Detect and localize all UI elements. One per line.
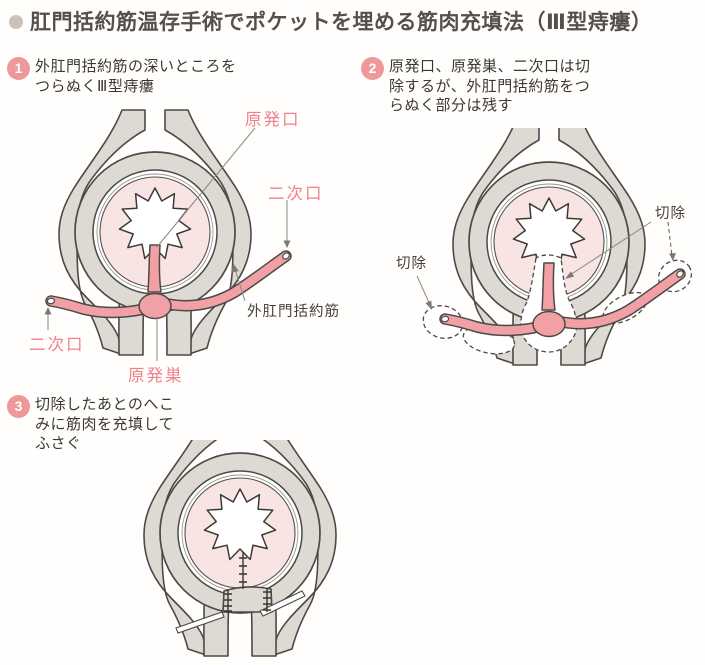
arrowhead [565, 271, 575, 279]
panel-3-diagram [100, 440, 390, 665]
caption-line: 外肛門括約筋の深いところを [35, 58, 237, 75]
arrowhead [44, 307, 52, 315]
arrowhead [425, 300, 432, 310]
caption-line: みに筋肉を充填して [35, 415, 175, 433]
suture-central [239, 552, 247, 589]
leader-line [566, 221, 652, 278]
arrowhead [231, 263, 239, 273]
panel-2-labels: 切除 切除 [396, 205, 686, 310]
muscle-filling-repair [175, 552, 306, 634]
secondary-opening-right-label: 二次口 [268, 184, 324, 203]
panel-3-caption: 切除したあとのへこ みに筋肉を充填して ふさぐ [35, 395, 174, 454]
incision-slit-right [259, 590, 306, 617]
panel-2-caption: 原発口、原発巣、二次口は切 除するが、外肛門括約筋をつ らぬく部分は残す [389, 57, 591, 116]
panel-1-caption: 外肛門括約筋の深いところを つらぬくⅢ型痔瘻 [35, 57, 237, 96]
caption-line: 除するが、外肛門括約筋をつ [389, 77, 591, 95]
panel-2-number-badge: 2 [361, 57, 384, 80]
panel-1-labels: 原発口 二次口 外肛門括約筋 二次口 原発巣 [29, 110, 340, 385]
caption-line: 切除したあとのへこ [35, 396, 175, 413]
panel-2-diagram: 切除 切除 [396, 128, 693, 390]
excision-right-label: 切除 [655, 205, 686, 222]
incision-slit-left [175, 611, 225, 634]
panel-1-diagram: 原発口 二次口 外肛門括約筋 二次口 原発巣 [29, 104, 340, 385]
primary-opening-label: 原発口 [245, 110, 301, 129]
panel-1-number-badge: 1 [7, 57, 30, 80]
arrowhead [283, 240, 291, 248]
arrowhead [669, 253, 676, 261]
caption-line: 原発口、原発巣、二次口は切 [389, 58, 591, 75]
caption-line: ふさぐ [35, 435, 82, 452]
title-row: 肛門括約筋温存手術でポケットを埋める筋肉充填法（Ⅲ型痔瘻） [0, 6, 705, 40]
caption-line: らぬく部分は残す [389, 97, 514, 114]
caption-line: つらぬくⅢ型痔瘻 [35, 77, 155, 95]
dashed-leader-line [667, 221, 673, 257]
suture-left [224, 590, 232, 613]
leader-line [233, 265, 246, 302]
primary-focus-label: 原発巣 [128, 366, 184, 385]
external-sphincter-label: 外肛門括約筋 [247, 303, 340, 320]
leader-line [156, 127, 256, 248]
excision-left-label: 切除 [396, 255, 427, 272]
page-title: 肛門括約筋温存手術でポケットを埋める筋肉充填法（Ⅲ型痔瘻） [30, 11, 653, 34]
secondary-opening-left-label: 二次口 [29, 335, 85, 354]
circle-bullet-icon [9, 15, 23, 29]
suture-right [263, 588, 271, 612]
panel-3-number-badge: 3 [7, 395, 30, 418]
